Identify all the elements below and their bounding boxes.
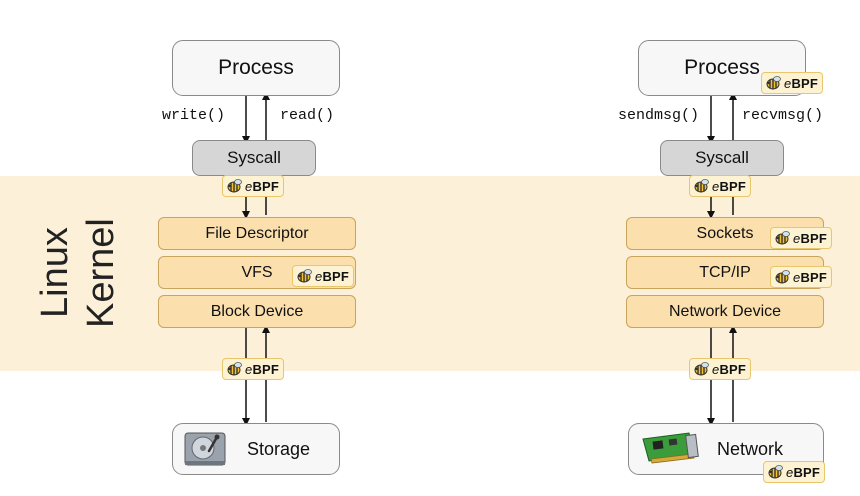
- left-write-label: write(): [162, 107, 226, 124]
- ebpf-prefix: e: [793, 230, 801, 246]
- left-process-label: Process: [218, 56, 294, 79]
- ebpf-suffix: BPF: [322, 268, 350, 284]
- left-vfs-ebpf-badge: eBPF: [292, 265, 355, 287]
- left-syscall-label: Syscall: [227, 148, 281, 167]
- ebpf-prefix: e: [786, 464, 794, 480]
- right-process-label: Process: [684, 56, 760, 79]
- ebpf-prefix: e: [793, 269, 801, 285]
- left-storage-box: Storage: [172, 423, 340, 475]
- network-card-icon: [642, 432, 699, 464]
- bee-icon: [227, 362, 242, 376]
- left-storage-label: Storage: [247, 438, 311, 459]
- right-layer-label: Sockets: [696, 224, 754, 242]
- bee-icon: [775, 270, 790, 284]
- ebpf-prefix: e: [712, 361, 720, 377]
- left-storage-ebpf-badge: eBPF: [222, 358, 285, 380]
- bee-icon: [227, 179, 242, 193]
- hard-disk-icon: [184, 432, 226, 466]
- bee-icon: [694, 362, 709, 376]
- right-layer-label: Network Device: [668, 302, 782, 320]
- ebpf-prefix: e: [245, 178, 253, 194]
- right-recvmsg-label: recvmsg(): [742, 107, 824, 124]
- left-read-label: read(): [280, 107, 335, 124]
- ebpf-suffix: BPF: [252, 361, 280, 377]
- bee-icon: [694, 179, 709, 193]
- bee-icon: [766, 76, 781, 90]
- left-syscall-box: Syscall: [192, 140, 316, 176]
- right-tcpip-ebpf-badge: eBPF: [770, 266, 833, 288]
- left-layer-file-descriptor: File Descriptor: [158, 217, 356, 250]
- right-layer-label: TCP/IP: [699, 263, 751, 281]
- ebpf-prefix: e: [245, 361, 253, 377]
- ebpf-prefix: e: [712, 178, 720, 194]
- right-sendmsg-label: sendmsg(): [618, 107, 700, 124]
- left-process-box: Process: [172, 40, 340, 96]
- right-device-ebpf-badge: eBPF: [763, 461, 826, 483]
- ebpf-suffix: BPF: [719, 361, 747, 377]
- bee-icon: [775, 231, 790, 245]
- ebpf-suffix: BPF: [793, 464, 821, 480]
- ebpf-suffix: BPF: [800, 269, 828, 285]
- right-syscall-label: Syscall: [695, 148, 749, 167]
- ebpf-suffix: BPF: [800, 230, 828, 246]
- ebpf-suffix: BPF: [252, 178, 280, 194]
- left-layer-label: Block Device: [210, 302, 304, 320]
- left-layer-label: File Descriptor: [205, 224, 309, 242]
- right-syscall-ebpf-badge: eBPF: [689, 175, 752, 197]
- right-network-ebpf-badge: eBPF: [689, 358, 752, 380]
- right-sockets-ebpf-badge: eBPF: [770, 227, 833, 249]
- ebpf-prefix: e: [784, 75, 792, 91]
- right-process-ebpf-badge: eBPF: [761, 72, 824, 94]
- ebpf-suffix: BPF: [719, 178, 747, 194]
- right-layer-network-device: Network Device: [626, 295, 824, 328]
- right-syscall-box: Syscall: [660, 140, 784, 176]
- left-syscall-ebpf-badge: eBPF: [222, 175, 285, 197]
- left-layer-block-device: Block Device: [158, 295, 356, 328]
- bee-icon: [297, 269, 312, 283]
- ebpf-suffix: BPF: [791, 75, 819, 91]
- bee-icon: [768, 465, 783, 479]
- right-network-label: Network: [717, 438, 784, 459]
- left-layer-label: VFS: [241, 263, 273, 281]
- ebpf-prefix: e: [315, 268, 323, 284]
